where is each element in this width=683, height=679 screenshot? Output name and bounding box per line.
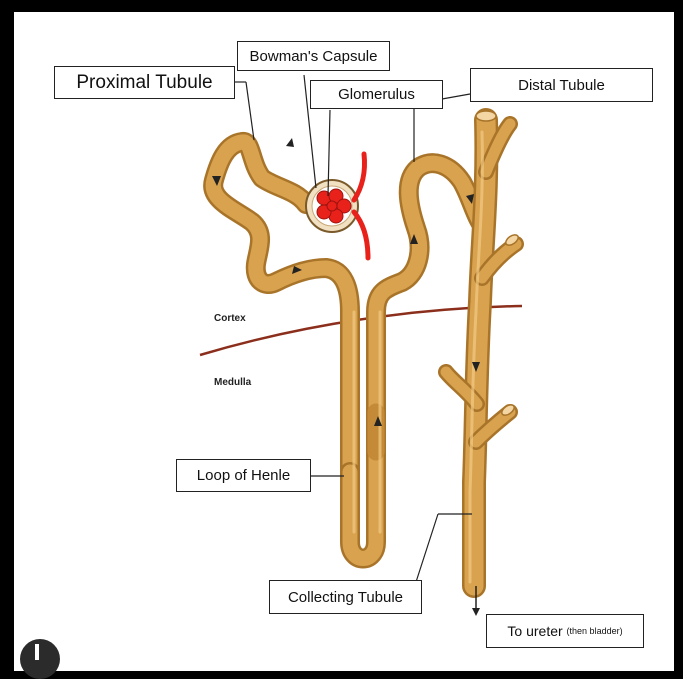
ureter-arrow-head (472, 608, 480, 616)
efferent-arteriole (354, 212, 368, 258)
arrow (286, 138, 294, 147)
afferent-arteriole (354, 154, 365, 200)
to-ureter-note: (then bladder) (567, 626, 623, 636)
nephron-illustration (14, 12, 674, 671)
label-distal-tubule: Distal Tubule (470, 68, 653, 102)
label-to-ureter: To ureter (then bladder) (486, 614, 644, 648)
diagram-frame: Proximal Tubule Bowman's Capsule Glomeru… (14, 12, 674, 671)
nephron-tubule (213, 120, 516, 586)
label-glomerulus: Glomerulus (310, 80, 443, 109)
corner-badge-icon[interactable] (20, 639, 60, 679)
label-bowmans-capsule: Bowman's Capsule (237, 41, 390, 71)
label-loop-of-henle: Loop of Henle (176, 459, 311, 492)
label-collecting-tubule: Collecting Tubule (269, 580, 422, 614)
label-proximal-tubule: Proximal Tubule (54, 66, 235, 99)
region-cortex: Cortex (214, 313, 246, 324)
renal-corpuscle (306, 154, 368, 258)
branch-opening (476, 111, 496, 121)
region-medulla: Medulla (214, 377, 251, 388)
